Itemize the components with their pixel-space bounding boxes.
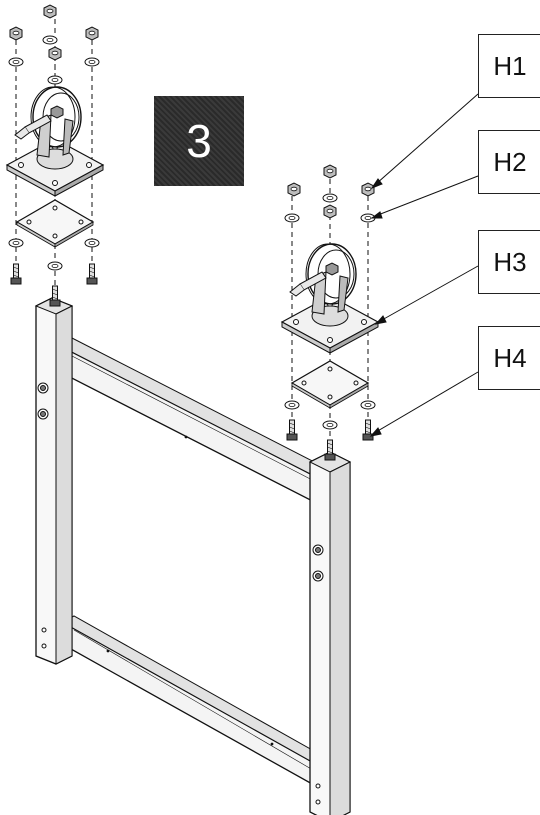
leader-lines (369, 93, 479, 437)
left-caster-assembly (6, 4, 104, 307)
step-number: 3 (186, 115, 212, 167)
callout-h3: H3 (478, 230, 540, 294)
callout-label: H1 (493, 50, 527, 81)
callout-label: H4 (493, 342, 527, 373)
right-caster-assembly (281, 164, 379, 461)
step-number-badge: 3 (154, 96, 244, 186)
callout-h4: H4 (478, 326, 540, 390)
callout-label: H2 (493, 146, 527, 177)
frame (34, 297, 352, 815)
callout-h1: H1 (478, 34, 540, 98)
callout-h2: H2 (478, 130, 540, 194)
callout-label: H3 (493, 246, 527, 277)
